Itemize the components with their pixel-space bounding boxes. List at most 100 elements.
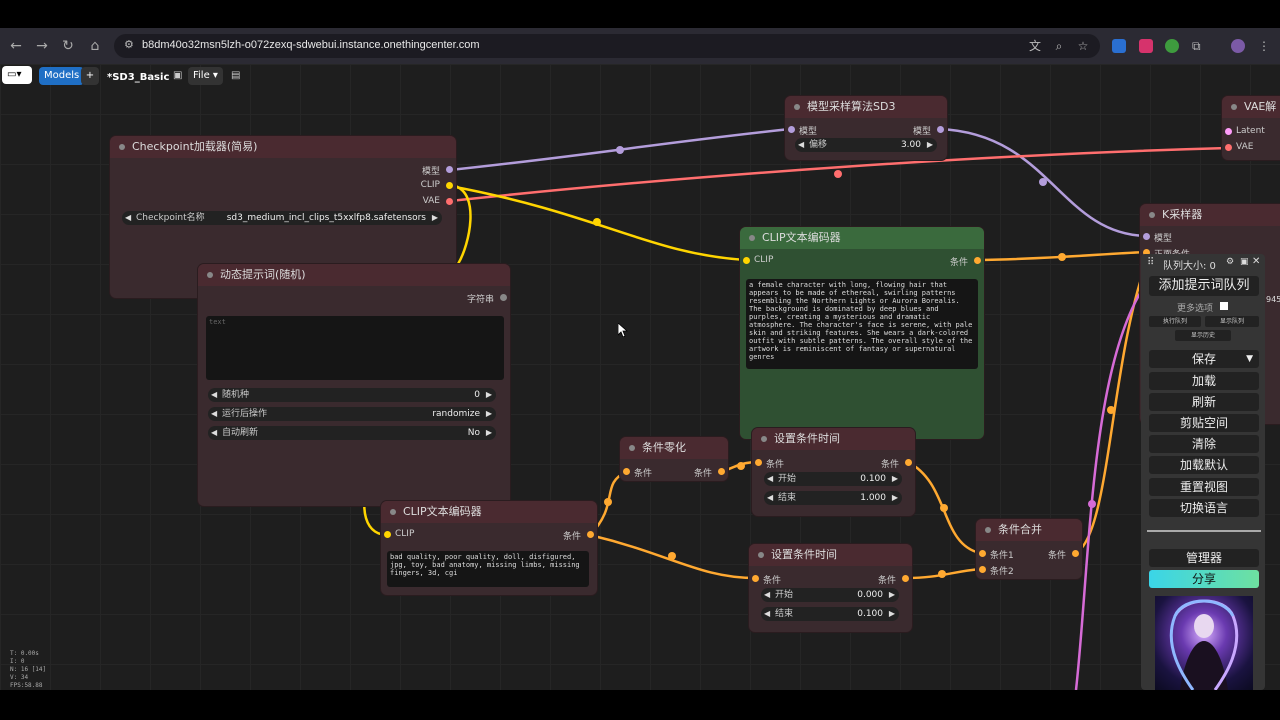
- node-clip-text-encode-negative[interactable]: CLIP文本编码器 CLIP 条件 bad quality, poor qual…: [381, 501, 597, 595]
- address-bar[interactable]: ⚙ b8dm40o32msn5lzh-o072zexq-sdwebui.inst…: [114, 34, 1100, 58]
- output-dot-string[interactable]: [500, 294, 507, 301]
- widget-after-generate[interactable]: ◀ 运行后操作 randomize ▶: [208, 407, 496, 421]
- switch-language-button[interactable]: 切换语言: [1149, 499, 1259, 517]
- widget-seed[interactable]: ◀ 随机种 0 ▶: [208, 388, 496, 402]
- widget-checkpoint-name[interactable]: ◀ Checkpoint名称 sd3_medium_incl_clips_t5x…: [122, 211, 442, 225]
- output-dot-clip[interactable]: [446, 182, 453, 189]
- extension-icon-1[interactable]: [1112, 39, 1126, 53]
- output-dot-conditioning[interactable]: [1072, 550, 1079, 557]
- input-dot-conditioning-2[interactable]: [979, 566, 986, 573]
- add-workflow-button[interactable]: +: [81, 67, 99, 85]
- save-dropdown-icon[interactable]: ▼: [1246, 354, 1253, 364]
- show-queue-button[interactable]: 显示队列: [1205, 316, 1259, 327]
- save-icon[interactable]: ▤: [231, 70, 241, 81]
- node-conditioning-zero-out[interactable]: 条件零化 条件 条件: [620, 437, 728, 481]
- close-icon[interactable]: ✕: [1252, 256, 1261, 267]
- translate-icon[interactable]: 文: [1028, 39, 1041, 53]
- widget-start[interactable]: ◀ 开始 0.100 ▶: [764, 472, 902, 486]
- node-dynamic-prompt[interactable]: 动态提示词(随机) 字符串 text ◀ 随机种 0 ▶ ◀ 运行后操作 ran…: [198, 264, 510, 506]
- right-arrow-icon[interactable]: ▶: [431, 213, 438, 222]
- input-dot-model[interactable]: [788, 126, 795, 133]
- site-info-icon[interactable]: ⚙: [124, 38, 134, 51]
- right-arrow-icon[interactable]: ▶: [888, 609, 895, 618]
- input-dot-vae[interactable]: [1225, 144, 1232, 151]
- left-arrow-icon[interactable]: ◀: [125, 213, 132, 222]
- widget-auto-refresh[interactable]: ◀ 自动刷新 No ▶: [208, 426, 496, 440]
- left-arrow-icon[interactable]: ◀: [798, 140, 805, 149]
- image-icon[interactable]: ▣: [173, 70, 183, 81]
- right-arrow-icon[interactable]: ▶: [485, 409, 492, 418]
- right-arrow-icon[interactable]: ▶: [485, 390, 492, 399]
- reset-view-button[interactable]: 重置视图: [1149, 478, 1259, 496]
- output-dot-model[interactable]: [937, 126, 944, 133]
- zoom-icon[interactable]: ⌕: [1055, 39, 1063, 53]
- models-button[interactable]: Models: [39, 67, 85, 85]
- output-preview-image[interactable]: [1155, 596, 1253, 690]
- node-title[interactable]: K采样器: [1140, 204, 1280, 226]
- settings-gear-icon[interactable]: ⚙: [1226, 257, 1235, 267]
- node-conditioning-combine[interactable]: 条件合并 条件1 条件2 条件: [976, 519, 1082, 579]
- profile-avatar[interactable]: [1231, 39, 1245, 53]
- output-dot-conditioning[interactable]: [902, 575, 909, 582]
- drag-handle-icon[interactable]: ⠿: [1147, 257, 1155, 268]
- positive-prompt-textarea[interactable]: a female character with long, flowing ha…: [746, 279, 978, 369]
- more-options-checkbox[interactable]: [1220, 302, 1228, 310]
- negative-prompt-textarea[interactable]: bad quality, poor quality, doll, disfigu…: [387, 551, 589, 587]
- reload-icon[interactable]: ↻: [62, 38, 74, 54]
- image-feed-icon[interactable]: ▣: [1240, 257, 1249, 267]
- input-dot-conditioning[interactable]: [623, 468, 630, 475]
- manager-button[interactable]: 管理器: [1149, 549, 1259, 567]
- left-arrow-icon[interactable]: ◀: [767, 493, 774, 502]
- node-title[interactable]: 动态提示词(随机): [198, 264, 510, 286]
- right-arrow-icon[interactable]: ▶: [888, 590, 895, 599]
- output-dot-conditioning[interactable]: [974, 257, 981, 264]
- bookmark-star-icon[interactable]: ☆: [1077, 39, 1089, 53]
- widget-end[interactable]: ◀ 结束 1.000 ▶: [764, 491, 902, 505]
- browser-menu-icon[interactable]: ⋮: [1258, 39, 1270, 53]
- clear-button[interactable]: 清除: [1149, 435, 1259, 453]
- workflow-name[interactable]: *SD3_Basic: [107, 72, 170, 83]
- right-arrow-icon[interactable]: ▶: [891, 493, 898, 502]
- queue-prompt-button[interactable]: 添加提示词队列: [1149, 276, 1259, 296]
- right-arrow-icon[interactable]: ▶: [891, 474, 898, 483]
- node-conditioning-timestep-2[interactable]: 设置条件时间 条件 条件 ◀ 开始 0.000 ▶ ◀ 结束 0.100 ▶: [749, 544, 912, 632]
- input-dot-latent[interactable]: [1225, 128, 1232, 135]
- node-conditioning-timestep-1[interactable]: 设置条件时间 条件 条件 ◀ 开始 0.100 ▶ ◀ 结束 1.000 ▶: [752, 428, 915, 516]
- input-dot-conditioning[interactable]: [755, 459, 762, 466]
- load-default-button[interactable]: 加载默认: [1149, 456, 1259, 474]
- node-title[interactable]: 条件合并: [976, 519, 1082, 541]
- show-history-button[interactable]: 显示历史: [1175, 330, 1231, 341]
- forward-icon[interactable]: →: [36, 38, 48, 54]
- extensions-puzzle-icon[interactable]: ⧉: [1192, 39, 1201, 53]
- node-title[interactable]: CLIP文本编码器: [381, 501, 597, 523]
- widget-start[interactable]: ◀ 开始 0.000 ▶: [761, 588, 899, 602]
- node-title[interactable]: 模型采样算法SD3: [785, 96, 947, 118]
- node-title[interactable]: CLIP文本编码器: [740, 227, 984, 249]
- extension-icon-2[interactable]: [1139, 39, 1153, 53]
- node-title[interactable]: VAE解: [1222, 96, 1280, 118]
- output-dot-conditioning[interactable]: [587, 531, 594, 538]
- node-model-sampling-sd3[interactable]: 模型采样算法SD3 模型 模型 ◀ 偏移 3.00 ▶: [785, 96, 947, 160]
- node-title[interactable]: Checkpoint加载器(简易): [110, 136, 456, 158]
- input-dot-positive[interactable]: [1143, 249, 1150, 256]
- home-icon[interactable]: ⌂: [90, 38, 100, 54]
- output-dot-conditioning[interactable]: [905, 459, 912, 466]
- execute-queue-button[interactable]: 执行队列: [1149, 316, 1201, 327]
- right-arrow-icon[interactable]: ▶: [485, 428, 492, 437]
- left-arrow-icon[interactable]: ◀: [211, 428, 218, 437]
- node-title[interactable]: 设置条件时间: [752, 428, 915, 450]
- input-dot-conditioning[interactable]: [752, 575, 759, 582]
- share-button[interactable]: 分享: [1149, 570, 1259, 588]
- node-title[interactable]: 设置条件时间: [749, 544, 912, 566]
- left-arrow-icon[interactable]: ◀: [211, 409, 218, 418]
- right-arrow-icon[interactable]: ▶: [926, 140, 933, 149]
- load-button[interactable]: 加载: [1149, 372, 1259, 390]
- prompt-textarea[interactable]: text: [206, 316, 504, 380]
- output-dot-vae[interactable]: [446, 198, 453, 205]
- workflow-folder-icon[interactable]: ▭▾: [2, 66, 32, 84]
- refresh-button[interactable]: 刷新: [1149, 393, 1259, 411]
- node-graph-canvas[interactable]: Checkpoint加载器(简易) 模型 CLIP VAE ◀ Checkpoi…: [0, 64, 1280, 690]
- node-clip-text-encode-positive[interactable]: CLIP文本编码器 CLIP 条件 a female character wit…: [740, 227, 984, 439]
- back-icon[interactable]: ←: [10, 38, 22, 54]
- input-dot-clip[interactable]: [384, 531, 391, 538]
